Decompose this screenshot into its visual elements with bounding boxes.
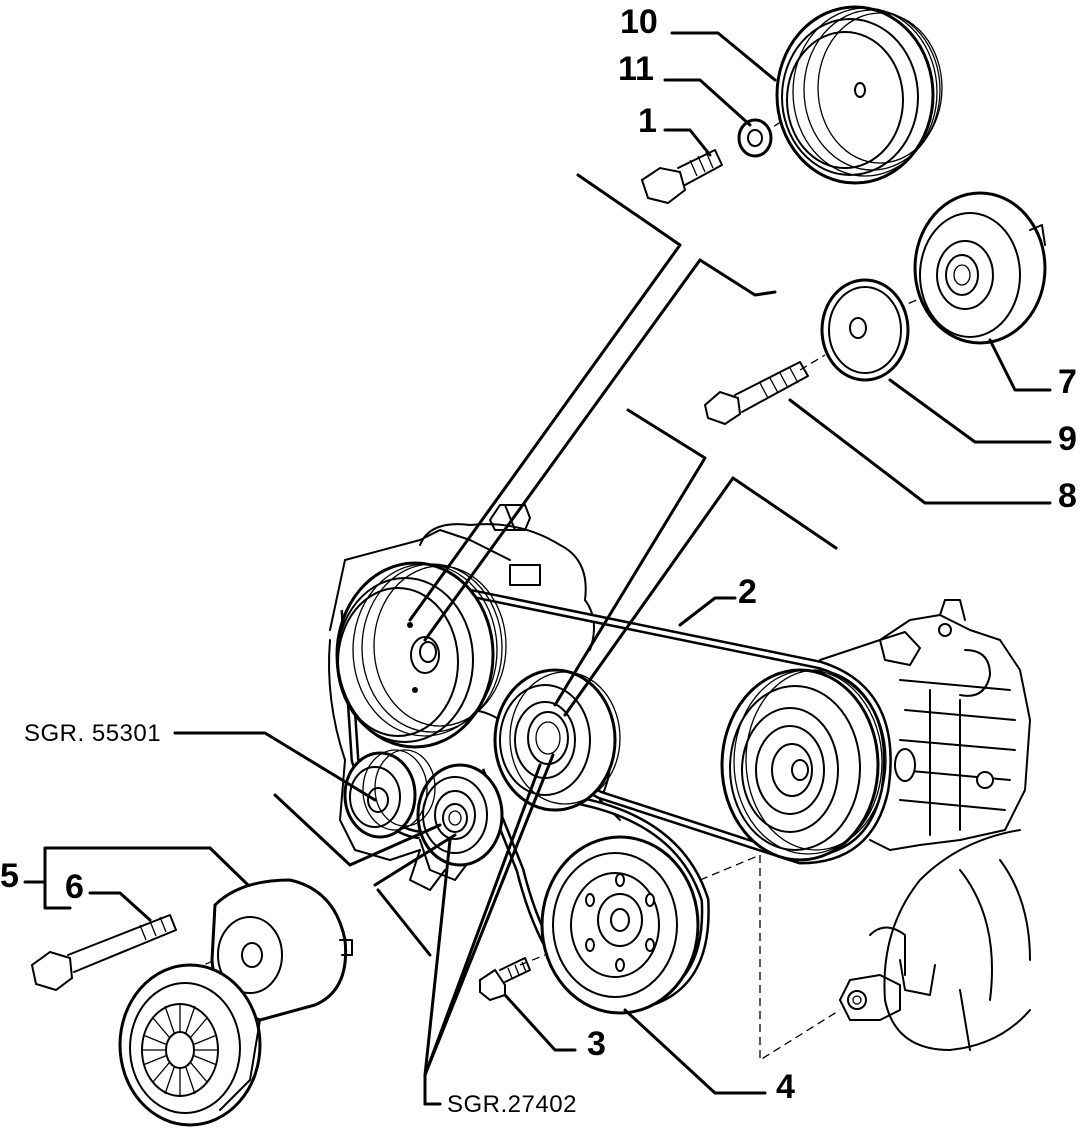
label-part-8: 8 [1058,477,1077,515]
label-part-10: 10 [620,3,658,41]
bolt-part-6 [30,914,177,992]
idler-pulley-assembled [493,668,621,812]
label-part-4: 4 [776,1068,795,1106]
alternator-pulley-assembled [343,749,436,839]
leader-lines [23,31,1052,1106]
bolt-part-1 [640,149,723,205]
crankshaft [839,829,1031,1051]
compressor-pulley-assembled [720,668,887,862]
label-part-5: 5 [0,857,19,895]
idler-pulley-exploded [913,191,1047,345]
steering-pump-pulley-assembled [335,561,507,749]
label-part-9: 9 [1058,420,1077,458]
cover-part-9 [820,278,910,382]
label-part-6: 6 [65,868,84,906]
crankshaft-pulley [540,835,700,1015]
tensioner-assembled [409,763,504,891]
tensioner-exploded [118,878,353,1127]
ac-compressor [819,599,1031,851]
washer-part-11 [737,118,773,158]
label-sgr-27402: SGR.27402 [447,1091,577,1118]
label-part-1: 1 [638,102,657,140]
label-part-2: 2 [738,573,757,611]
steering-pump-pulley-exploded [775,5,943,185]
label-part-7: 7 [1058,363,1077,401]
label-sgr-55301: SGR. 55301 [24,720,161,747]
bolt-part-8 [703,361,809,426]
label-part-11: 11 [618,50,654,88]
part-labels: 10 11 1 7 9 8 2 5 6 3 4 SGR. 55301 SGR.2… [0,3,1077,1118]
label-part-3: 3 [587,1025,606,1063]
